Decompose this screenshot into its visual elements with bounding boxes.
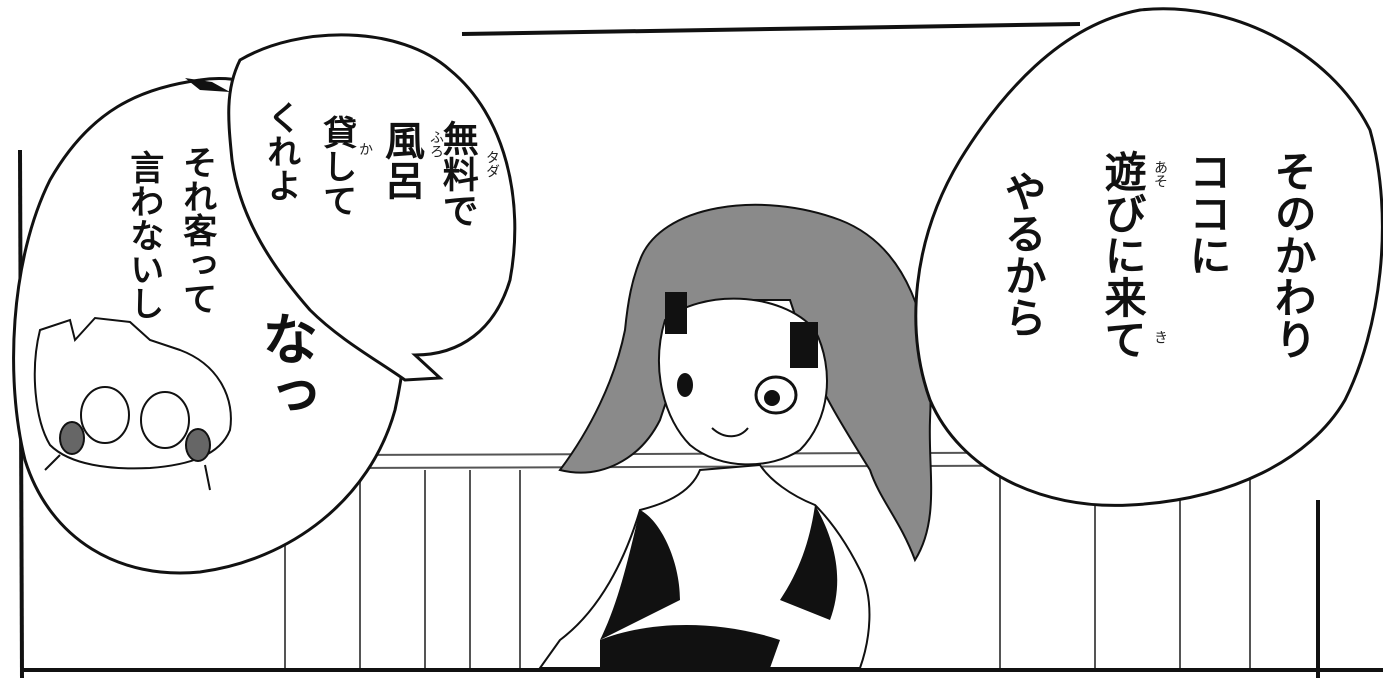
mouth — [711, 427, 749, 438]
sash — [600, 625, 780, 668]
bubble-right-line-1: そのかわり — [1268, 150, 1318, 360]
chibi-character — [33, 316, 232, 491]
ruby-ka: か — [357, 142, 373, 156]
bubble-right-line-4: やるから — [998, 170, 1048, 338]
bubble-middle-line-4: くれよ — [260, 100, 301, 202]
eyebrow-left — [665, 292, 687, 334]
eyebrow-right — [790, 322, 818, 368]
ruby-tada: タダ — [484, 150, 500, 178]
bubble-right-line-2: ココに — [1183, 150, 1233, 276]
sfx-na: なっ — [252, 310, 318, 422]
eye-left — [677, 373, 693, 397]
bubble-left-line-1: それ客って — [176, 145, 217, 315]
panel-top-border — [461, 22, 1081, 36]
collar-left — [600, 510, 680, 640]
character-face — [658, 297, 828, 466]
ruby-furo: ふろ — [428, 130, 444, 158]
bubble-middle-line-2: 風呂 — [378, 120, 424, 200]
collar-right — [780, 505, 838, 620]
bubble-middle-line-1: 無料で — [436, 120, 478, 228]
ruby-ki: き — [1152, 330, 1168, 344]
bubble-middle-line-3: 貸して — [316, 115, 357, 217]
character-hair — [558, 203, 933, 563]
ruby-asobi: あそ — [1152, 160, 1168, 188]
bubble-right-line-3: 遊びに来て — [1098, 150, 1148, 360]
jagged-tail-top — [185, 78, 230, 92]
speech-bubble-right — [914, 7, 1383, 507]
speech-bubble-middle — [227, 33, 517, 382]
bubble-left-line-2: 言わないし — [123, 150, 164, 320]
